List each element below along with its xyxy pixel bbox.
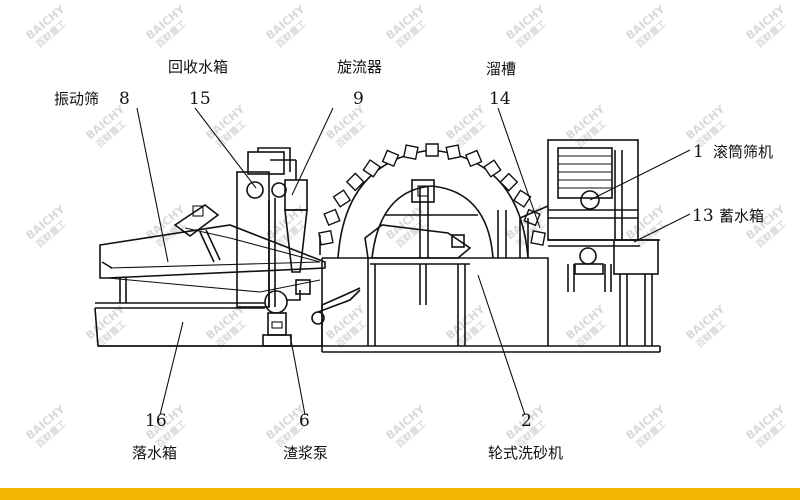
storage-tank [613, 239, 659, 346]
wheel-bucket [345, 172, 365, 192]
wheel-bucket [362, 159, 381, 178]
label-slurry-pump: 渣浆泵 [283, 444, 328, 462]
wheel-bucket [512, 189, 532, 208]
wheel-bucket [323, 208, 341, 227]
number-hydrocyclone: 9 [353, 89, 364, 109]
number-slurry-pump: 6 [299, 411, 310, 431]
wheel-bucket [318, 229, 334, 246]
number-storage-tank: 13 [692, 206, 714, 226]
hydrocyclone [270, 159, 308, 273]
label-storage-tank: 蓄水箱 [719, 207, 764, 225]
number-wheel-sand-washer: 2 [521, 411, 532, 431]
wheel-bucket [381, 149, 400, 168]
wheel-bucket [445, 144, 462, 160]
wheel-bucket [403, 144, 419, 160]
labels: 振动筛 8 回收水箱 15 旋流器 9 溜槽 14 1 滚筒筛机 13 蓄水箱 … [54, 58, 773, 462]
label-recovery-tank: 回收水箱 [168, 58, 228, 76]
wheel-bucket [425, 143, 439, 157]
vibrating-screen [99, 204, 326, 303]
number-vibrating-screen: 8 [119, 89, 130, 109]
slurry-pump [262, 279, 311, 347]
wheel-bucket [499, 172, 519, 192]
number-trommel-screen: 1 [693, 142, 704, 162]
leader-lines [136, 107, 691, 416]
label-trommel-screen: 滚筒筛机 [713, 143, 773, 161]
wheel-bucket [483, 159, 502, 178]
number-recovery-tank: 15 [189, 89, 211, 109]
label-wheel-sand-washer: 轮式洗砂机 [488, 444, 563, 462]
machine-drawing [94, 139, 661, 353]
wheel-bucket [530, 230, 546, 246]
wheel-bucket [332, 189, 352, 208]
label-drain-tank: 落水箱 [132, 444, 177, 462]
trommel-screen [547, 139, 660, 292]
label-hydrocyclone: 旋流器 [337, 58, 382, 76]
wheel-bucket [464, 149, 483, 168]
drain-tank-body [94, 305, 323, 347]
label-chute: 溜槽 [486, 60, 516, 78]
number-chute: 14 [489, 89, 511, 109]
number-drain-tank: 16 [145, 411, 167, 431]
footer-bar [0, 488, 800, 500]
label-vibrating-screen: 振动筛 [54, 90, 99, 108]
